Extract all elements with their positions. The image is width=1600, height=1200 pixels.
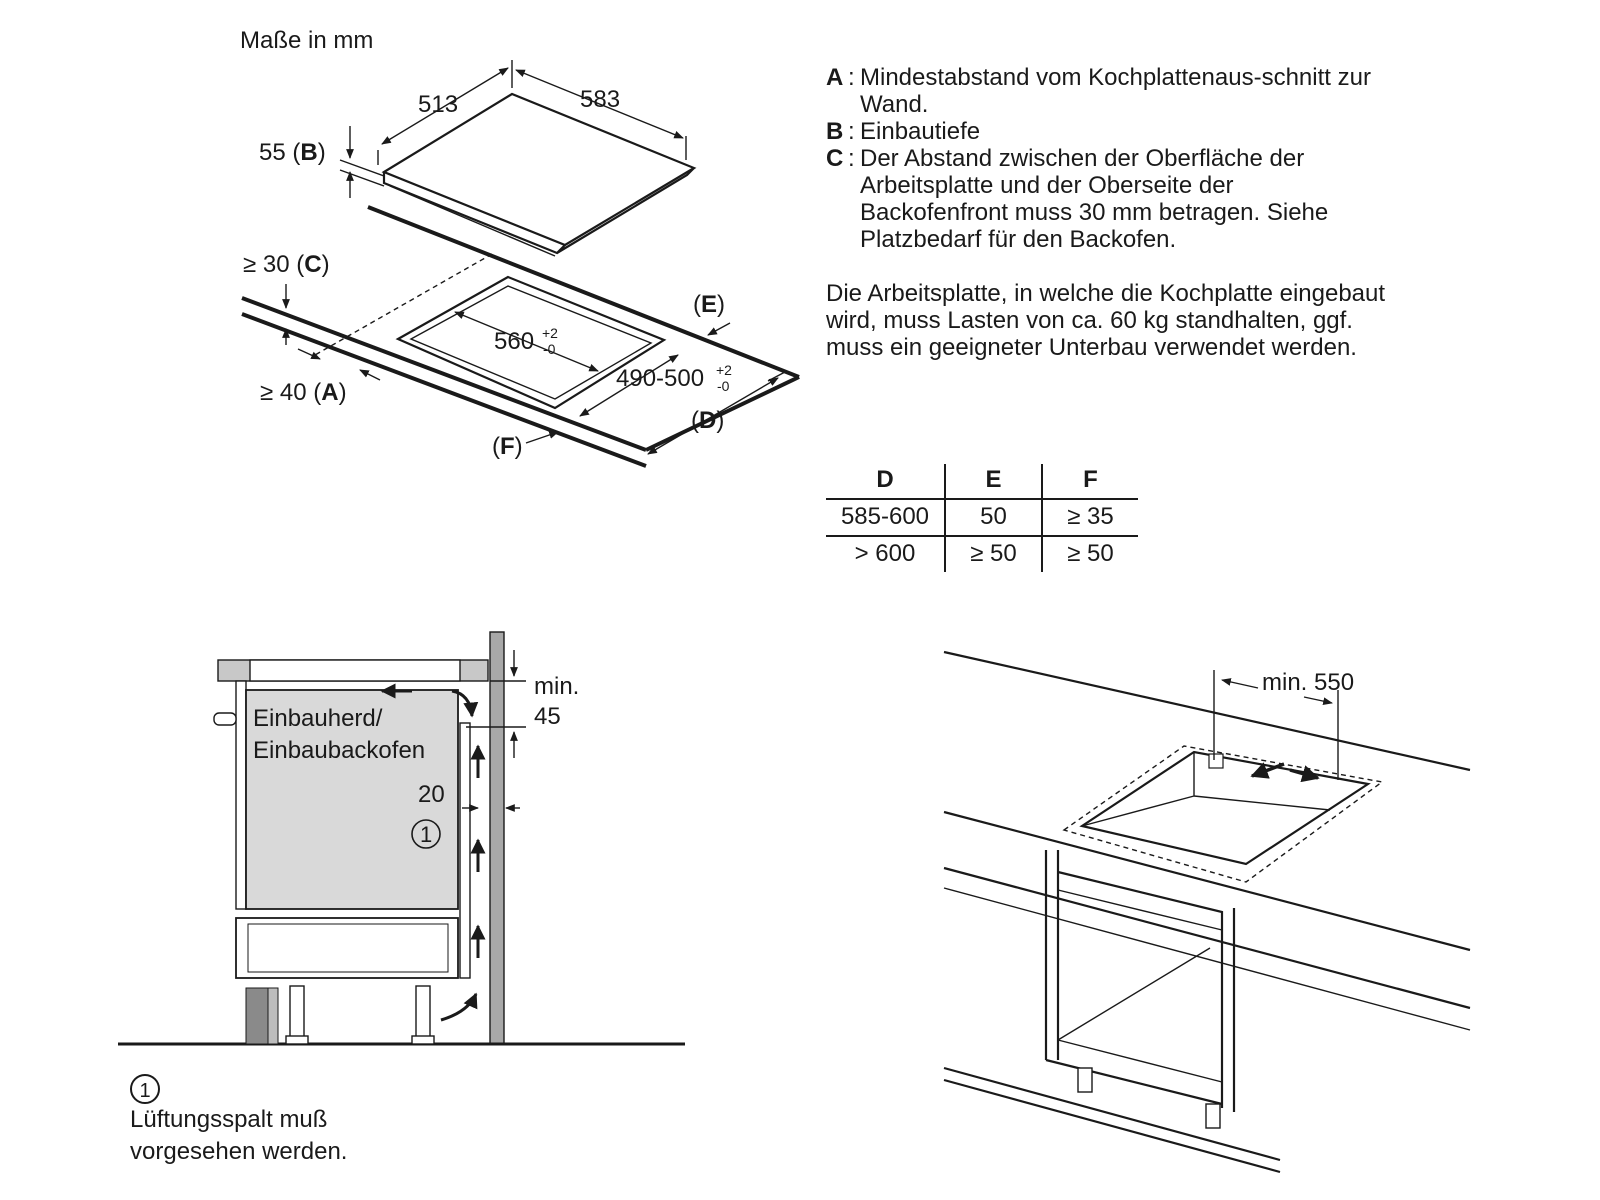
notes-block: A: Mindestabstand vom Kochplattenaus-sch… <box>826 64 1386 361</box>
airflow-arrow-bottom <box>440 992 478 1022</box>
worktop-front-bottom-line <box>943 866 1471 1010</box>
cabinet-perspective-drawing: min. 550 <box>943 650 1471 1174</box>
hob-drawing: 513 583 55 (B) 560 +2 -0 490-500 +2 <box>241 60 800 468</box>
cutout-width-label: 560 <box>494 328 534 355</box>
note-b-key: B <box>826 118 844 145</box>
table-header-f: F <box>1042 464 1138 500</box>
table-row: 585-600 50 ≥ 35 <box>826 499 1138 537</box>
cabinet-frame <box>1044 850 1236 1112</box>
oven-body <box>245 689 459 910</box>
units-label: Maße in mm <box>240 27 373 54</box>
vent-marker-number: 1 <box>420 822 432 847</box>
oven-label-line1: Einbauherd/ <box>253 705 383 732</box>
cutout-width-tol-minus: -0 <box>543 341 556 357</box>
vent-marker-circle <box>411 819 441 849</box>
min-width-label: min. 550 <box>1262 669 1354 696</box>
oven-label-line2: Einbaubackofen <box>253 737 425 764</box>
note-c-key: C <box>826 145 844 172</box>
dist-a-label: ≥ 40 (A) <box>260 379 347 406</box>
top-gap-label-line1: min. <box>534 673 579 700</box>
note-a: A: Mindestabstand vom Kochplattenaus-sch… <box>826 64 1386 118</box>
ref-e-label: (E) <box>693 291 725 318</box>
clearance-table: D E F 585-600 50 ≥ 35 > 600 ≥ 50 ≥ 50 <box>826 464 1138 572</box>
worktop-front-top-line <box>943 810 1471 952</box>
side-gap-label: 20 <box>418 781 445 808</box>
cutout-outline <box>395 275 667 410</box>
table-header-e: E <box>945 464 1043 500</box>
table-cell: 585-600 <box>826 499 946 537</box>
legend-marker: 1 <box>130 1074 160 1104</box>
dim-line-depth <box>381 67 509 145</box>
load-note: Die Arbeitsplatte, in welche die Kochpla… <box>826 280 1386 361</box>
cutout-width-tol-plus: +2 <box>542 325 558 341</box>
note-a-text: Mindestabstand vom Kochplattenaus-schnit… <box>860 64 1371 118</box>
hob-side-edge <box>382 167 695 255</box>
dim-depth-label: 513 <box>418 91 458 118</box>
dim-height-label: 55 (B) <box>259 139 326 166</box>
worktop-front-edge-top <box>241 296 647 452</box>
worktop-back-line <box>943 650 1471 772</box>
table-cell: ≥ 50 <box>1067 540 1114 567</box>
table-cell: ≥ 35 <box>1042 499 1138 537</box>
table-cell: > 600 <box>826 536 946 572</box>
dim-width-label: 583 <box>580 86 620 113</box>
table-cell: ≥ 50 <box>945 536 1043 572</box>
cabinet-foot-left <box>1077 1067 1093 1093</box>
note-c-colon: : <box>848 145 855 172</box>
cabinet-foot-right <box>1205 1103 1221 1129</box>
worktop-front-edge-bottom <box>241 312 647 468</box>
cutout-depth-tol-minus: -0 <box>717 378 730 394</box>
oven-section-drawing: Einbauherd/ Einbaubackofen 20 1 min. 45 <box>118 631 685 1046</box>
note-c: C: Der Abstand zwischen der Oberfläche d… <box>826 145 1386 253</box>
legend-line1: Lüftungsspalt muß <box>130 1106 328 1133</box>
cutout-depth-label: 490-500 <box>616 365 704 392</box>
ref-f-label: (F) <box>492 433 523 460</box>
dist-c-label: ≥ 30 (C) <box>243 251 330 278</box>
perspective-cutout <box>1079 750 1371 866</box>
dim-line-cutout-width <box>454 311 599 372</box>
note-b-colon: : <box>848 118 855 145</box>
oven-foot-right <box>415 985 431 1039</box>
worktop-back-edge <box>367 205 800 379</box>
cutout-depth-tol-plus: +2 <box>716 362 732 378</box>
table-header-d: D <box>826 464 946 500</box>
airflow-arrow-corner <box>451 689 479 718</box>
plinth <box>245 987 269 1045</box>
oven-foot-left <box>289 985 305 1039</box>
note-a-colon: : <box>848 64 855 91</box>
table-row: > 600 ≥ 50 ≥ 50 <box>826 536 1138 572</box>
oven-cabinet <box>235 680 247 910</box>
note-b-text: Einbautiefe <box>860 118 981 145</box>
legend-line2: vorgesehen werden. <box>130 1138 348 1165</box>
oven-handle <box>213 712 237 726</box>
top-gap-label-line2: 45 <box>534 703 561 730</box>
note-a-key: A <box>826 64 844 91</box>
legend: 1 Lüftungsspalt muß vorgesehen werden. <box>130 1074 347 1168</box>
wall <box>489 631 505 1045</box>
ref-d-label: (D) <box>691 407 724 434</box>
note-b: B: Einbautiefe <box>826 118 1386 145</box>
table-header-row: D E F <box>826 464 1138 500</box>
table-cell: 50 <box>945 499 1043 537</box>
dim-line-d <box>647 377 779 455</box>
dim-line-cutout-depth <box>579 354 679 417</box>
note-c-text: Der Abstand zwischen der Oberfläche der … <box>860 145 1329 253</box>
dim-line-width <box>515 69 684 139</box>
